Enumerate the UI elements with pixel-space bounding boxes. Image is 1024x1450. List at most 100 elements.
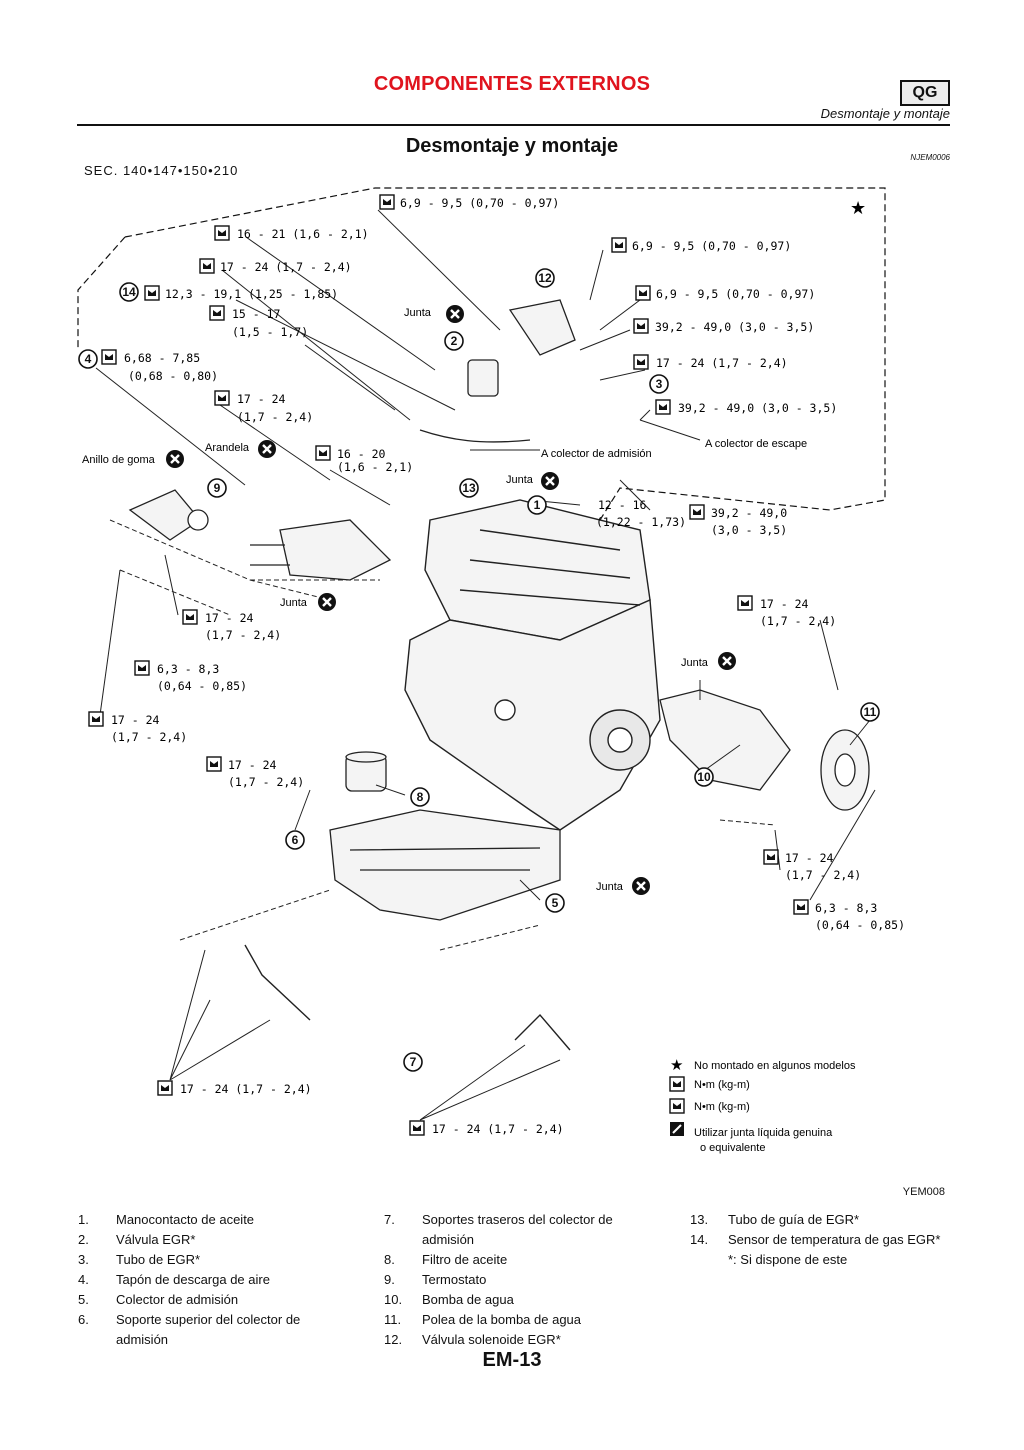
svg-text:6,68 - 7,85: 6,68 - 7,85	[124, 351, 200, 365]
svg-text:Junta: Junta	[681, 657, 709, 669]
svg-text:39,2 - 49,0 (3,0 - 3,5): 39,2 - 49,0 (3,0 - 3,5)	[678, 401, 837, 415]
svg-text:39,2 - 49,0: 39,2 - 49,0	[711, 506, 787, 520]
water-pump-drawing	[659, 689, 870, 811]
svg-text:8: 8	[417, 790, 424, 804]
replace-gasket-icon	[716, 650, 738, 672]
exploded-view-diagram: ★	[77, 187, 905, 1154]
svg-text:Junta: Junta	[404, 307, 432, 319]
svg-text:(1,7 - 2,4): (1,7 - 2,4)	[760, 614, 836, 628]
page-header-title: COMPONENTES EXTERNOS	[373, 73, 651, 95]
list-item: 1.Manocontacto de aceite	[78, 1212, 255, 1227]
svg-text:11: 11	[864, 705, 877, 719]
parts-legend-column-3: 13.Tubo de guía de EGR* 14.Sensor de tem…	[690, 1210, 950, 1270]
svg-text:6,3 - 8,3: 6,3 - 8,3	[815, 901, 877, 915]
svg-text:(1,7 - 2,4): (1,7 - 2,4)	[237, 410, 313, 424]
svg-text:A colector de admisión: A colector de admisión	[541, 448, 652, 460]
section-code: SEC. 140•147•150•210	[84, 163, 239, 178]
list-item: 11.Polea de la bomba de agua	[384, 1312, 582, 1327]
symbol-key: ★ No montado en algunos modelos N•m (kg-…	[669, 1057, 856, 1154]
svg-text:o equivalente: o equivalente	[700, 1142, 765, 1154]
svg-text:2: 2	[451, 334, 458, 348]
header-rule	[77, 124, 950, 126]
replace-o-ring-icon	[164, 448, 186, 470]
egr-valve-drawing	[419, 299, 576, 443]
svg-text:(3,0 - 3,5): (3,0 - 3,5)	[711, 523, 787, 537]
part-callouts: 1 2 3 4 5 6 7 8 9 10 11 12 13 14	[78, 268, 880, 1072]
page-number: EM-13	[482, 1349, 542, 1371]
svg-text:(1,5 - 1,7): (1,5 - 1,7)	[232, 325, 308, 339]
svg-text:(1,7 - 2,4): (1,7 - 2,4)	[205, 628, 281, 642]
svg-text:6,3 - 8,3: 6,3 - 8,3	[157, 662, 219, 676]
list-item: 9.Termostato	[384, 1272, 487, 1287]
svg-text:Arandela: Arandela	[205, 442, 250, 454]
svg-text:17 - 24 (1,7 - 2,4): 17 - 24 (1,7 - 2,4)	[432, 1122, 564, 1136]
header-subtitle: Desmontaje y montaje	[820, 106, 950, 121]
list-item: 10.Bomba de agua	[384, 1292, 514, 1307]
list-item: 5.Colector de admisión	[78, 1292, 239, 1307]
svg-text:17 - 24: 17 - 24	[111, 713, 160, 727]
svg-text:13: 13	[462, 481, 476, 495]
star-icon: ★	[850, 198, 866, 218]
oil-filter-drawing	[345, 751, 387, 792]
svg-text:16 - 20: 16 - 20	[337, 447, 386, 461]
list-item: 2.Válvula EGR*	[78, 1232, 196, 1247]
svg-text:12: 12	[538, 271, 552, 285]
svg-text:(0,64 - 0,85): (0,64 - 0,85)	[157, 679, 247, 693]
svg-text:No montado en algunos modelos: No montado en algunos modelos	[694, 1060, 856, 1072]
svg-text:17 - 24 (1,7 - 2,4): 17 - 24 (1,7 - 2,4)	[656, 356, 788, 370]
list-item: 6.Soporte superior del colector de admis…	[78, 1312, 301, 1347]
list-item: 7.Soportes traseros del colector de admi…	[384, 1212, 613, 1247]
replace-washer-icon	[256, 438, 278, 460]
svg-text:(1,7 - 2,4): (1,7 - 2,4)	[785, 868, 861, 882]
list-item: 14.Sensor de temperatura de gas EGR*	[690, 1232, 941, 1247]
svg-text:N•m (kg-m): N•m (kg-m)	[694, 1079, 750, 1091]
list-item: 13.Tubo de guía de EGR*	[690, 1212, 860, 1227]
svg-text:17 - 24: 17 - 24	[205, 611, 254, 625]
replace-gasket-icon	[444, 303, 466, 325]
svg-text:(1,7 - 2,4): (1,7 - 2,4)	[111, 730, 187, 744]
svg-text:Anillo de goma: Anillo de goma	[82, 454, 156, 466]
svg-text:Utilizar junta líquida genuina: Utilizar junta líquida genuina	[694, 1127, 833, 1139]
svg-text:9: 9	[214, 481, 221, 495]
replace-gasket-icon	[630, 875, 652, 897]
svg-text:N•m (kg-m): N•m (kg-m)	[694, 1101, 750, 1113]
svg-text:3: 3	[656, 377, 663, 391]
svg-text:7: 7	[410, 1055, 417, 1069]
section-title: Desmontaje y montaje	[405, 135, 619, 157]
optional-parts-boundary	[124, 187, 886, 521]
model-badge: QG	[900, 80, 950, 106]
legend-note: *: Si dispone de este	[728, 1252, 848, 1267]
svg-text:15 - 17: 15 - 17	[232, 307, 281, 321]
svg-text:Junta: Junta	[506, 474, 534, 486]
svg-text:10: 10	[697, 770, 711, 784]
svg-text:(1,7 - 2,4): (1,7 - 2,4)	[228, 775, 304, 789]
svg-text:Junta: Junta	[596, 881, 624, 893]
svg-text:39,2 - 49,0 (3,0 - 3,5): 39,2 - 49,0 (3,0 - 3,5)	[655, 320, 814, 334]
svg-text:17 - 24: 17 - 24	[228, 758, 277, 772]
svg-text:14: 14	[122, 285, 136, 299]
thermostat-housing-drawing	[128, 489, 392, 581]
svg-text:A colector de escape: A colector de escape	[705, 438, 807, 450]
svg-text:6,9 - 9,5 (0,70 - 0,97): 6,9 - 9,5 (0,70 - 0,97)	[656, 287, 815, 301]
star-icon: ★	[670, 1057, 683, 1074]
intake-manifold-drawing	[329, 809, 561, 921]
torque-wrench-icon	[669, 1098, 685, 1114]
replace-gasket-icon	[316, 591, 338, 613]
svg-text:4: 4	[85, 352, 92, 366]
list-item: 3.Tubo de EGR*	[78, 1252, 201, 1267]
svg-text:17 - 24: 17 - 24	[785, 851, 834, 865]
svg-text:17 - 24: 17 - 24	[237, 392, 286, 406]
svg-text:(1,6 - 2,1): (1,6 - 2,1)	[337, 460, 413, 474]
section-reference: NJEM0006	[910, 153, 950, 162]
svg-text:17 - 24 (1,7 - 2,4): 17 - 24 (1,7 - 2,4)	[220, 260, 352, 274]
svg-text:(1,22 - 1,73): (1,22 - 1,73)	[596, 515, 686, 529]
list-item: 12.Válvula solenoide EGR*	[384, 1332, 561, 1347]
svg-text:17 - 24 (1,7 - 2,4): 17 - 24 (1,7 - 2,4)	[180, 1082, 312, 1096]
svg-text:12 - 16: 12 - 16	[598, 498, 647, 512]
svg-text:Junta: Junta	[280, 597, 308, 609]
svg-text:12,3 - 19,1 (1,25 - 1,85): 12,3 - 19,1 (1,25 - 1,85)	[165, 287, 338, 301]
figure-id: YEM008	[902, 1186, 945, 1198]
svg-text:(0,64 - 0,85): (0,64 - 0,85)	[815, 918, 905, 932]
list-item: 4.Tapón de descarga de aire	[78, 1272, 270, 1287]
svg-text:1: 1	[534, 498, 541, 512]
